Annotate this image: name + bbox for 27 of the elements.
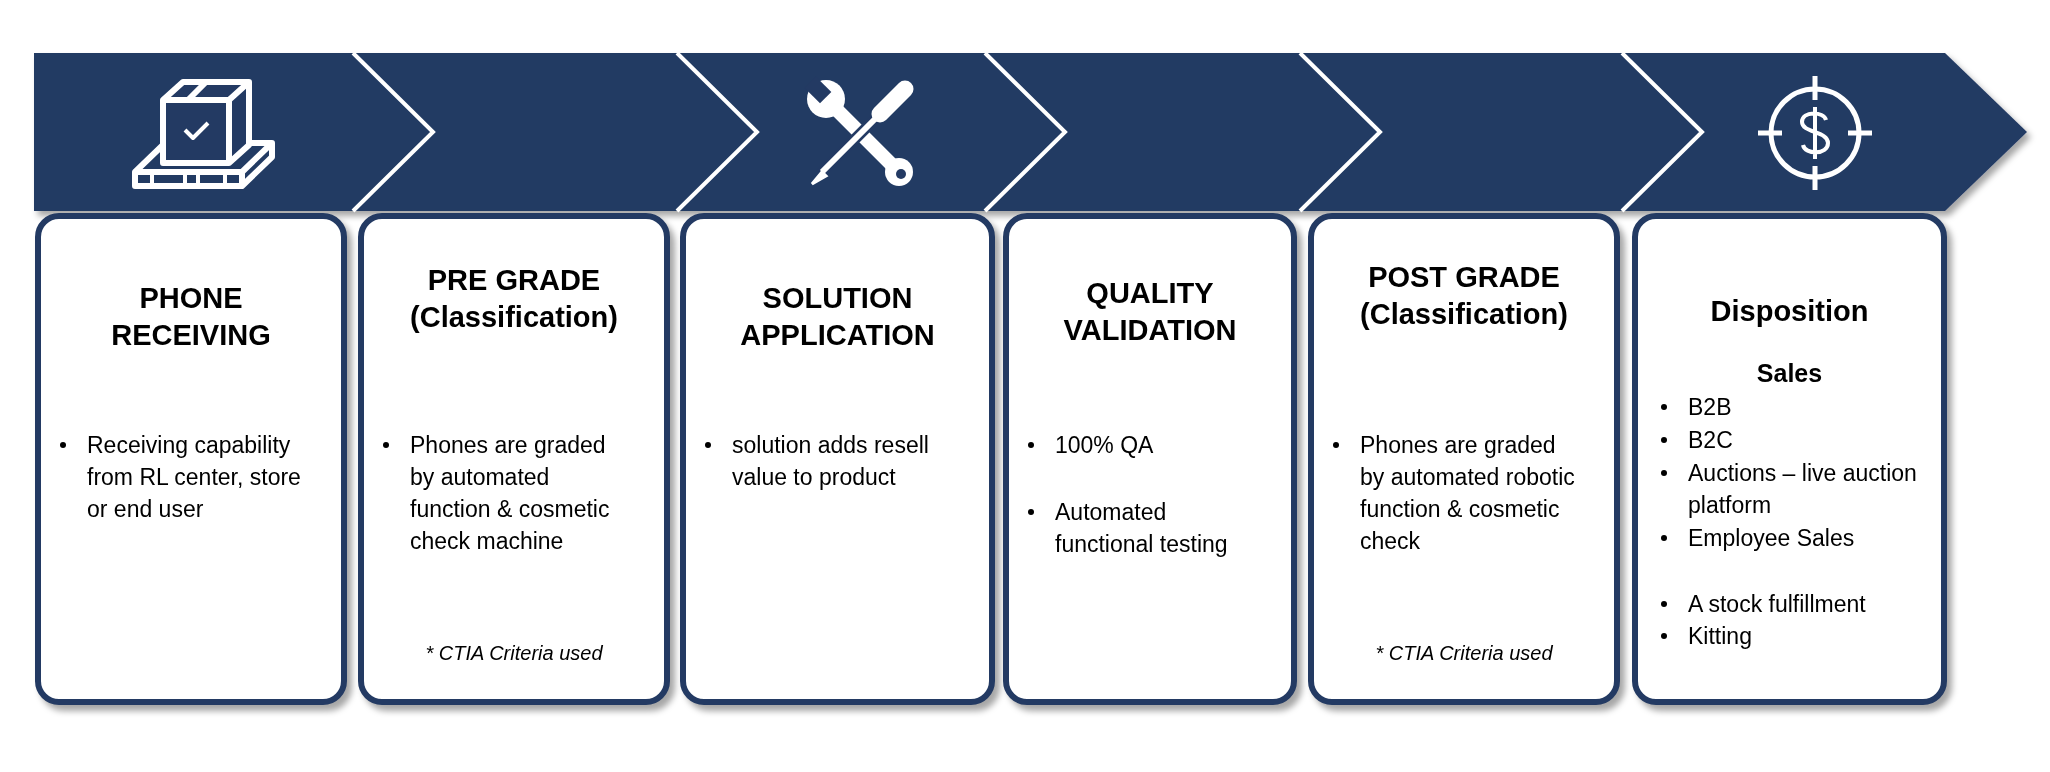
card-heading: SOLUTION APPLICATION — [739, 281, 936, 353]
step-card — [1632, 213, 1947, 705]
step-card — [1308, 213, 1620, 705]
bullet-text: 100% QA — [1055, 431, 1155, 460]
bullet-text: Receiving capability from RL center, store or end user — [87, 431, 302, 524]
card-heading: PRE GRADE (Classification) — [409, 263, 619, 335]
step-card — [680, 213, 995, 705]
bullet-text: B2C — [1688, 426, 1734, 455]
bullet-text: solution adds resell value to product — [732, 431, 930, 492]
card-heading: Disposition — [1709, 294, 1870, 329]
bullet-text: Employee Sales — [1688, 524, 1856, 553]
bullet-text: Automated functional testing — [1055, 498, 1229, 559]
card-heading: QUALITY VALIDATION — [1062, 276, 1238, 348]
bullet-text: Kitting — [1688, 622, 1753, 651]
step-card — [358, 213, 670, 705]
bullet-text: A stock fulfillment — [1688, 590, 1867, 619]
bullet-text: Phones are graded by automated robotic function & cosmetic check — [1360, 431, 1576, 556]
bullet-text: Auctions – live auction platform — [1688, 459, 1918, 520]
bullet-text: B2B — [1688, 393, 1733, 422]
section-heading: Sales — [1755, 358, 1824, 388]
card-heading: POST GRADE (Classification) — [1359, 260, 1569, 332]
footnote: * CTIA Criteria used — [1374, 641, 1554, 666]
step-card — [35, 213, 347, 705]
step-card — [1003, 213, 1297, 705]
footnote: * CTIA Criteria used — [424, 641, 604, 666]
card-heading: PHONE RECEIVING — [110, 281, 272, 353]
bullet-text: Phones are graded by automated function & cosmetic check machine — [410, 431, 611, 556]
